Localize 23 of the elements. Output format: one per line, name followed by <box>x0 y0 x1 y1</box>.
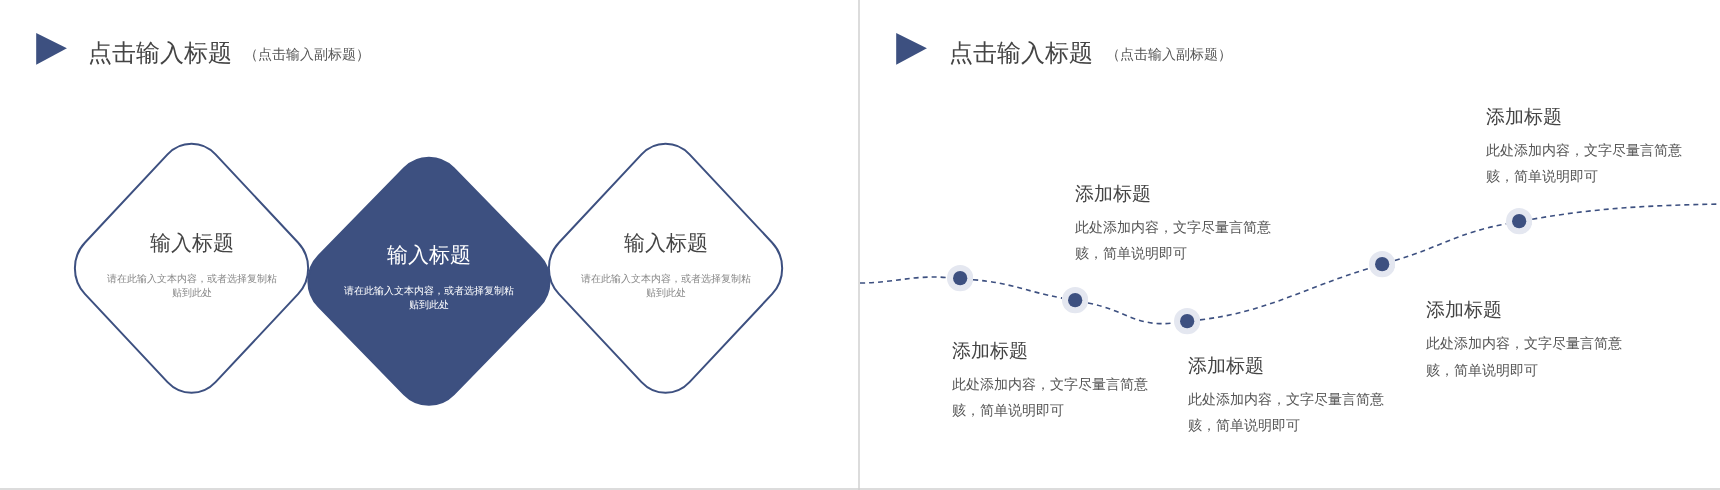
item-text: 此处添加内容，文字尽量言简意赅，简单说明即可 <box>1075 217 1272 264</box>
slide-title: 点击输入标题 <box>948 38 1093 70</box>
item-title: 添加标题 <box>952 338 1029 363</box>
card-text: 请在此输入文本内容，或者选择复制粘贴到此处 <box>579 270 752 300</box>
subtitle: （点击输入副标题） <box>243 44 370 64</box>
item-title: 添加标题 <box>1426 298 1502 323</box>
dashed-curve <box>972 278 1063 299</box>
item-text: 此处添加内容，文字尽量言简意赅，简单说明即可 <box>1426 334 1623 380</box>
slide-title: 点击输入标题 <box>87 38 232 70</box>
card-text: 请在此输入文本内容，或者选择复制粘贴到此处 <box>105 270 278 300</box>
subtitle: （点击输入副标题） <box>1105 44 1232 64</box>
item-text: 此处添加内容，文字尽量言简意赅，简单说明即可 <box>1188 390 1385 436</box>
item-text: 此处添加内容，文字尽量言简意赅，简单说明即可 <box>952 374 1150 421</box>
dashed-curve <box>859 276 948 284</box>
dashed-curve <box>1199 267 1371 321</box>
item-title: 添加标题 <box>1486 105 1563 130</box>
item-title: 添加标题 <box>1075 182 1151 206</box>
item-text: 此处添加内容，文字尽量言简意赅，简单说明即可 <box>1486 141 1684 187</box>
card-title: 输入标题 <box>148 230 235 258</box>
item-title: 添加标题 <box>1188 354 1264 379</box>
card-text: 请在此输入文本内容，或者选择复制粘贴到此处 <box>342 283 515 312</box>
card-title: 输入标题 <box>622 230 709 258</box>
card-title: 输入标题 <box>385 242 472 270</box>
